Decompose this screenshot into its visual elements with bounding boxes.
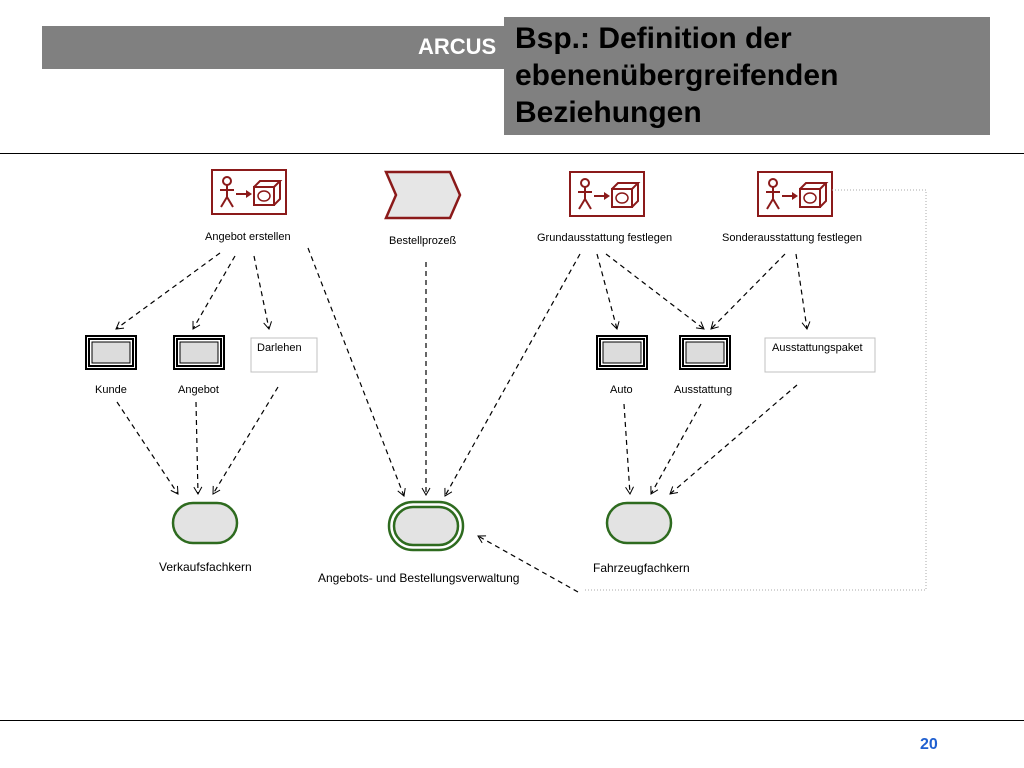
label-verkaufsfachkern: Verkaufsfachkern — [159, 560, 252, 574]
label-sonderausstattung-festlegen: Sonderausstattung festlegen — [722, 232, 863, 244]
box-darlehen — [250, 337, 318, 373]
arrow-ausstattung-fahrzeugfachkern — [650, 403, 702, 495]
arrow-kunde-verkaufsfachkern — [116, 401, 179, 495]
bottom-divider — [0, 720, 1024, 721]
label-angebots-bestellungsverwaltung: Angebots- und Bestellungsverwaltung — [318, 571, 520, 585]
arrow-angebot-erstellen-verwaltung — [307, 247, 406, 497]
arrow-angebot-erstellen-kunde — [115, 252, 221, 330]
arrow-auto-fahrzeugfachkern — [623, 403, 634, 496]
process-chevron-icon — [384, 170, 462, 220]
arrow-grundausstattung-auto — [596, 253, 620, 330]
entity-icon-angebot — [173, 335, 225, 370]
label-ausstattungspaket: Ausstattungspaket — [772, 342, 863, 354]
arrow-angebot-erstellen-darlehen — [253, 255, 272, 330]
box-ausstattungspaket — [764, 337, 876, 373]
arrow-grundausstattung-verwaltung — [444, 253, 581, 497]
function-icon-sonderausstattung — [757, 171, 833, 217]
entity-icon-auto — [596, 335, 648, 370]
label-bestellprozess: Bestellprozeß — [389, 235, 457, 247]
label-auto: Auto — [610, 384, 633, 396]
label-angebot: Angebot — [178, 384, 219, 396]
label-kunde: Kunde — [95, 384, 127, 396]
label-fahrzeugfachkern: Fahrzeugfachkern — [593, 561, 690, 575]
arrow-sonderausstattung-ausstattung — [710, 253, 786, 330]
group-frame — [584, 189, 927, 591]
function-icon-angebot-erstellen — [211, 169, 287, 215]
arrow-angebot-erstellen-angebot — [192, 255, 236, 330]
core-angebots-bestellungsverwaltung — [392, 505, 460, 547]
label-darlehen: Darlehen — [257, 342, 302, 354]
header-text: ARCUS — [418, 34, 497, 59]
arrow-angebot-verkaufsfachkern — [193, 401, 203, 496]
arrow-grundausstattung-ausstattung — [605, 253, 705, 330]
core-verkaufsfachkern — [171, 501, 239, 545]
label-angebot-erstellen: Angebot erstellen — [205, 231, 291, 243]
arrow-group-verwaltung — [477, 535, 579, 593]
function-icon-grundausstattung — [569, 171, 645, 217]
arrow-darlehen-verkaufsfachkern — [212, 386, 279, 495]
arrow-sonderausstattung-paket — [795, 253, 811, 330]
title-box — [504, 17, 990, 135]
core-fahrzeugfachkern — [605, 501, 673, 545]
arrow-paket-fahrzeugfachkern — [669, 384, 798, 495]
entity-icon-kunde — [85, 335, 137, 370]
slide-title: Bsp.: Definition der ebenenübergreifende… — [515, 22, 839, 129]
label-grundausstattung-festlegen: Grundausstattung festlegen — [537, 232, 673, 244]
top-divider — [0, 153, 1024, 154]
header-bar — [42, 26, 587, 69]
label-ausstattung: Ausstattung — [674, 384, 733, 396]
entity-icon-ausstattung — [679, 335, 731, 370]
page-number: 20 — [920, 736, 938, 753]
